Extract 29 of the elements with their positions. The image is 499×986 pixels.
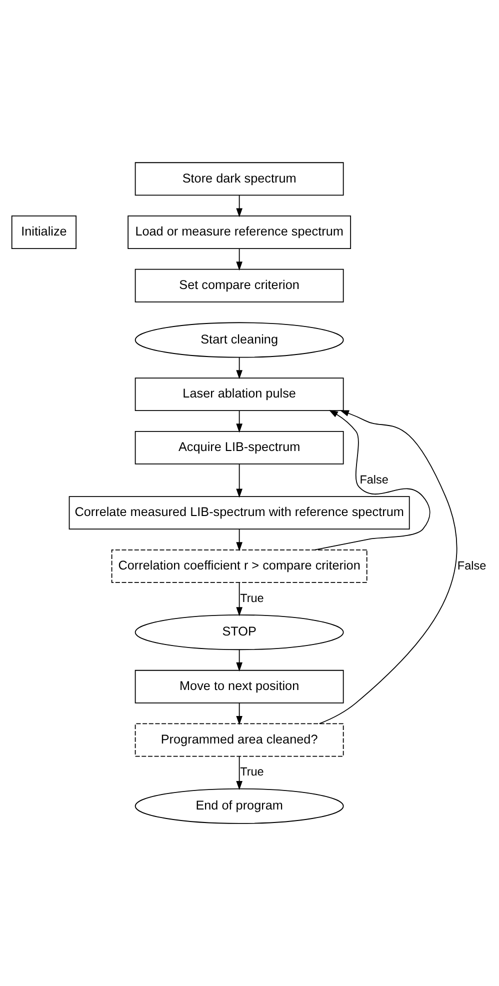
node-box: Acquire LIB-spectrum bbox=[134, 430, 344, 464]
node-box: Programmed area cleaned? bbox=[134, 723, 344, 757]
edge-label: False bbox=[360, 473, 388, 486]
node-ellipse: Start cleaning bbox=[134, 322, 344, 358]
arrow bbox=[236, 702, 242, 726]
arrow bbox=[236, 756, 242, 790]
node-ellipse: End of program bbox=[134, 788, 344, 824]
node-box: Load or measure reference spectrum bbox=[128, 216, 352, 249]
node-box: Laser ablation pulse bbox=[134, 378, 344, 412]
arrow bbox=[236, 528, 242, 552]
node-box: Initialize bbox=[11, 216, 77, 249]
arrow bbox=[318, 410, 458, 724]
node-ellipse: STOP bbox=[134, 614, 344, 650]
node-box: Move to next position bbox=[134, 670, 344, 704]
arrow bbox=[236, 649, 242, 672]
arrow bbox=[236, 464, 242, 498]
node-box: Correlate measured LIB-spectrum with reference spectrum bbox=[68, 496, 410, 530]
node-box: Store dark spectrum bbox=[134, 162, 344, 196]
arrow bbox=[314, 410, 430, 550]
arrow bbox=[236, 248, 242, 271]
node-box: Correlation coefficient r > compare criterion bbox=[111, 549, 368, 583]
arrow bbox=[236, 410, 242, 433]
arrow bbox=[236, 582, 242, 616]
node-box: Set compare criterion bbox=[134, 268, 344, 302]
edge-label: True bbox=[240, 592, 264, 605]
arrow bbox=[236, 357, 242, 380]
edge-label: False bbox=[457, 559, 486, 572]
arrow bbox=[236, 194, 242, 218]
edge-label: True bbox=[240, 766, 264, 779]
